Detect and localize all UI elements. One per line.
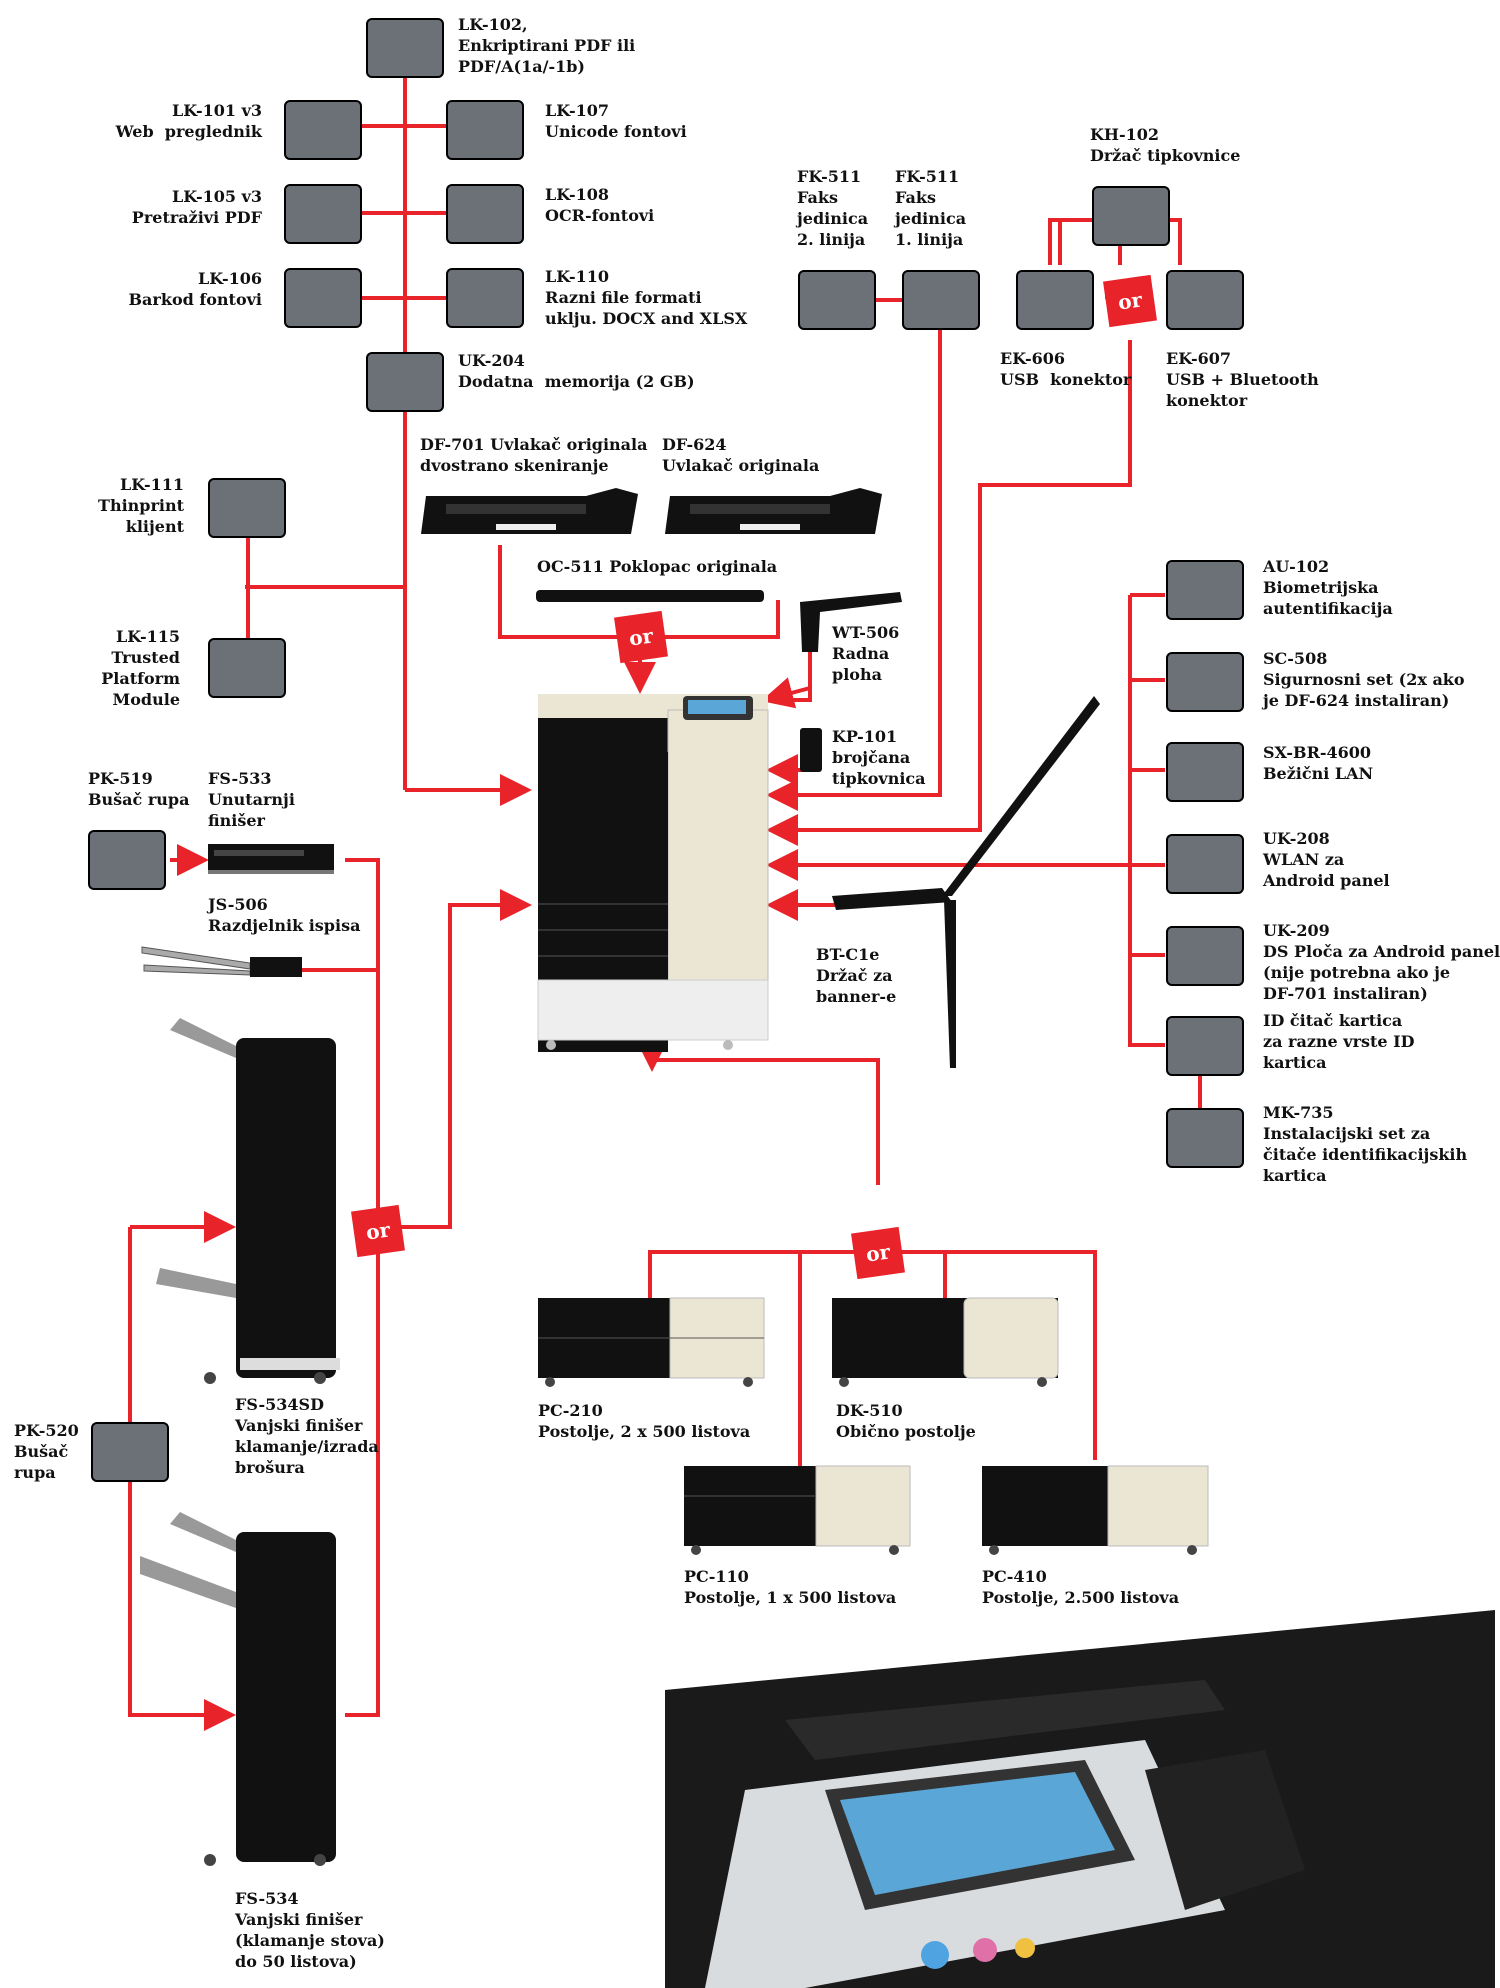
sxbr4600-box	[1166, 742, 1244, 802]
lk108-label: LK-108 OCR-fontovi	[545, 185, 655, 225]
lk110-label: LK-110 Razni file formati uklju. DOCX an…	[545, 267, 748, 328]
kp101-label: KP-101 brojčana tipkovnica	[832, 727, 926, 788]
btc1e-banner-tray	[832, 696, 1100, 1068]
fs534sd-finisher	[156, 1018, 340, 1384]
dk510-label: DK-510 Obično postolje	[836, 1401, 976, 1441]
sc508-label: SC-508 Sigurnosni set (2x ako je DF-624 …	[1263, 649, 1465, 710]
kh102-box	[1092, 186, 1170, 246]
lk115-label: LK-115 Trusted Platform Module	[101, 627, 180, 709]
wt506-label: WT-506 Radna ploha	[832, 623, 900, 684]
lk107-box	[446, 100, 524, 160]
pc210-paper-cabinet	[538, 1297, 765, 1387]
uk209-label: UK-209 DS Ploča za Android panel (nije p…	[1263, 921, 1500, 1003]
au102-label: AU-102 Biometrijska autentifikacija	[1263, 557, 1393, 618]
control-panel-photo	[665, 1610, 1495, 1988]
uk209-box	[1166, 926, 1244, 986]
lk106-box	[284, 268, 362, 328]
lk107-label: LK-107 Unicode fontovi	[545, 101, 687, 141]
uk208-label: UK-208 WLAN za Android panel	[1263, 829, 1390, 890]
fk511-line1-box	[902, 270, 980, 330]
lk102-label: LK-102, Enkriptirani PDF ili PDF/A(1a/-1…	[458, 15, 636, 76]
or-badge: or	[851, 1226, 905, 1280]
pc410-label: PC-410 Postolje, 2.500 listova	[982, 1567, 1180, 1607]
ek606-label: EK-606 USB konektor	[1000, 349, 1132, 389]
kh102-label: KH-102 Držač tipkovnice	[1090, 125, 1241, 165]
js506-job-separator	[141, 946, 302, 977]
oc511-original-cover	[536, 590, 764, 602]
or-badge: or	[614, 610, 668, 664]
lk111-label: LK-111 Thinprint klijent	[98, 475, 184, 536]
mk735-box	[1166, 1108, 1244, 1168]
df701-label: DF-701 Uvlakač originala dvostrano skeni…	[420, 435, 648, 475]
df624-document-feeder	[665, 488, 882, 534]
fk511-line1-label: FK-511 Faks jedinica 1. linija	[895, 167, 967, 249]
pc210-label: PC-210 Postolje, 2 x 500 listova	[538, 1401, 751, 1441]
id-card-reader-box	[1166, 1016, 1244, 1076]
lk108-box	[446, 184, 524, 244]
pc110-label: PC-110 Postolje, 1 x 500 listova	[684, 1567, 897, 1607]
ek607-box	[1166, 270, 1244, 330]
pk520-box	[91, 1422, 169, 1482]
fs533-inner-finisher	[208, 844, 334, 874]
uk204-label: UK-204 Dodatna memorija (2 GB)	[458, 351, 695, 391]
lk102-box	[366, 18, 444, 78]
pc410-paper-cabinet	[982, 1465, 1209, 1555]
fs533-label: FS-533 Unutarnji finišer	[208, 769, 295, 830]
mfp-main-unit	[537, 694, 769, 1052]
js506-label: JS-506 Razdjelnik ispisa	[208, 895, 361, 935]
oc511-label: OC-511 Poklopac originala	[537, 557, 778, 576]
kp101-keypad	[800, 728, 822, 772]
df701-document-feeder	[421, 488, 638, 534]
fs534sd-label: FS-534SD Vanjski finišer klamanje/izrada…	[235, 1395, 379, 1477]
wt506-work-table	[800, 592, 902, 652]
fk511-line2-box	[798, 270, 876, 330]
id-card-reader-label: ID čitač kartica za razne vrste ID karti…	[1263, 1011, 1415, 1072]
fs534-label: FS-534 Vanjski finišer (klamanje stova) …	[235, 1889, 385, 1971]
lk101-box	[284, 100, 362, 160]
pk519-label: PK-519 Bušač rupa	[88, 769, 190, 809]
btc1e-label: BT-C1e Držač za banner-e	[816, 945, 897, 1006]
sxbr4600-label: SX-BR-4600 Bežični LAN	[1263, 743, 1374, 783]
fs534-finisher	[140, 1512, 336, 1866]
ek607-label: EK-607 USB + Bluetooth konektor	[1166, 349, 1319, 410]
lk115-box	[208, 638, 286, 698]
or-badge: or	[1103, 274, 1157, 328]
lk105-box	[284, 184, 362, 244]
lk101-label: LK-101 v3 Web preglednik	[115, 101, 262, 141]
lk110-box	[446, 268, 524, 328]
lk106-label: LK-106 Barkod fontovi	[128, 269, 262, 309]
df624-label: DF-624 Uvlakač originala	[662, 435, 820, 475]
pk519-box	[88, 830, 166, 890]
uk208-box	[1166, 834, 1244, 894]
lk111-box	[208, 478, 286, 538]
dk510-desk	[832, 1297, 1059, 1387]
ek606-box	[1016, 270, 1094, 330]
mk735-label: MK-735 Instalacijski set za čitače ident…	[1263, 1103, 1468, 1185]
sc508-box	[1166, 652, 1244, 712]
fk511-line2-label: FK-511 Faks jedinica 2. linija	[797, 167, 869, 249]
or-badge: or	[351, 1204, 405, 1258]
au102-box	[1166, 560, 1244, 620]
lk105-label: LK-105 v3 Pretraživi PDF	[131, 187, 262, 227]
pc110-paper-cabinet	[684, 1465, 911, 1555]
uk204-box	[366, 352, 444, 412]
pk520-label: PK-520 Bušač rupa	[14, 1421, 79, 1482]
